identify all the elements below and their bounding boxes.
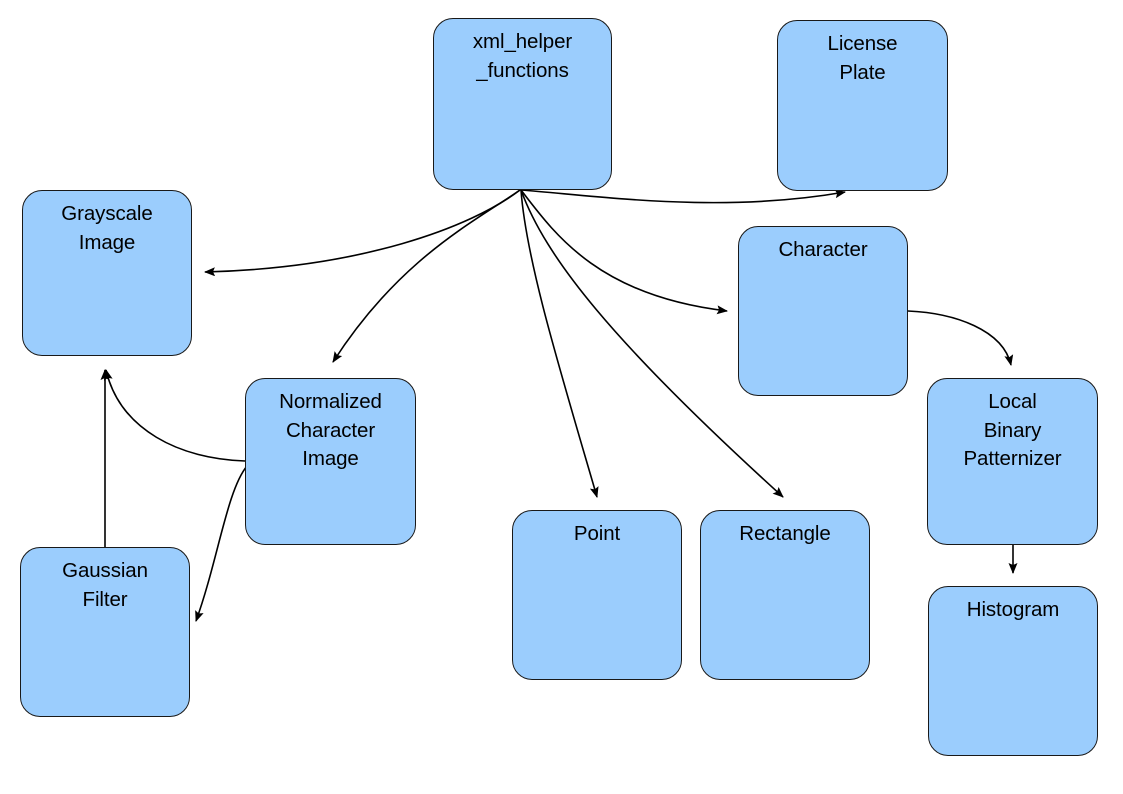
node-label: Gaussian Filter — [62, 559, 148, 611]
node-character[interactable]: Character — [738, 226, 908, 396]
edge-character-to-lbp — [907, 310, 1014, 366]
node-label: License Plate — [827, 32, 898, 84]
node-label: Histogram — [966, 598, 1060, 621]
node-label: Character — [778, 238, 868, 261]
edge-xml-to-point — [520, 189, 599, 498]
node-local-binary-patternizer[interactable]: Local Binary Patternizer — [927, 378, 1098, 545]
edge-xml-to-license-plate — [520, 189, 846, 204]
node-license-plate[interactable]: License Plate — [777, 20, 948, 191]
node-grayscale-image[interactable]: Grayscale Image — [22, 190, 192, 356]
node-gaussian-filter[interactable]: Gaussian Filter — [20, 547, 190, 717]
edge-xml-to-normalized — [332, 189, 521, 363]
node-label: Normalized Character Image — [279, 390, 382, 470]
node-normalized-character-image[interactable]: Normalized Character Image — [245, 378, 416, 545]
node-label: xml_helper _functions — [472, 30, 573, 82]
edge-normalized-to-gaussian — [195, 465, 248, 622]
node-rectangle[interactable]: Rectangle — [700, 510, 870, 680]
edge-xml-to-character — [520, 189, 728, 315]
node-xml-helper-functions[interactable]: xml_helper _functions — [433, 18, 612, 190]
node-label: Local Binary Patternizer — [963, 390, 1062, 470]
node-point[interactable]: Point — [512, 510, 682, 680]
edge-xml-to-grayscale — [204, 189, 521, 277]
node-label: Point — [573, 522, 621, 545]
node-histogram[interactable]: Histogram — [928, 586, 1098, 756]
node-label: Rectangle — [739, 522, 831, 545]
edge-normalized-to-grayscale — [103, 369, 246, 462]
node-label: Grayscale Image — [61, 202, 153, 254]
